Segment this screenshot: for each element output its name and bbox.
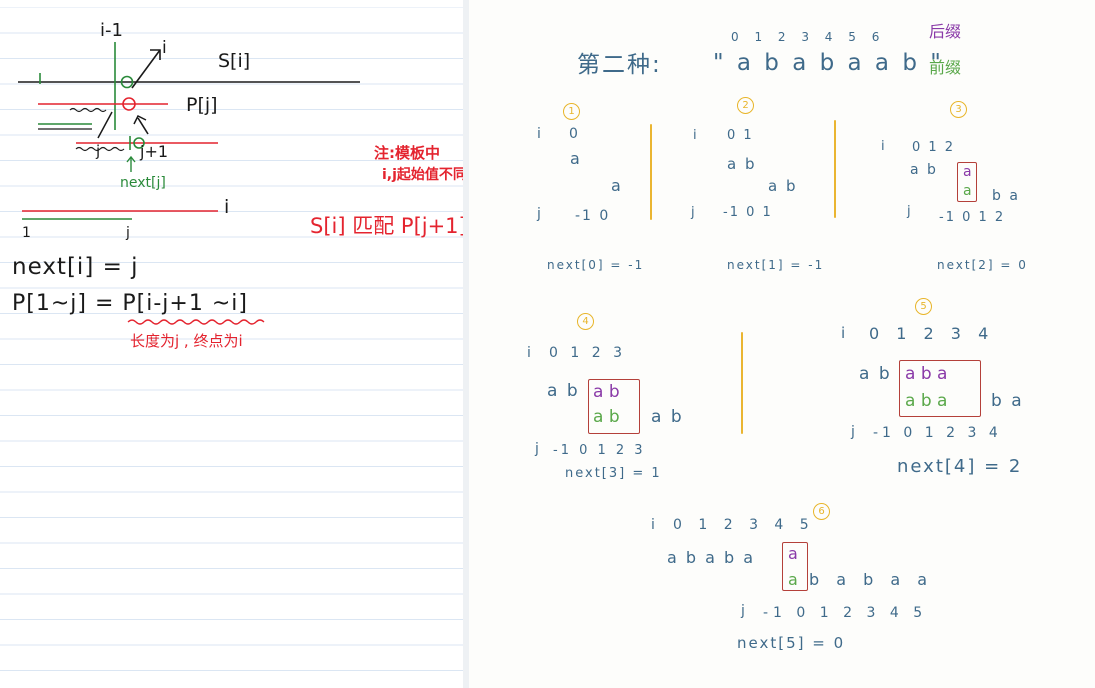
match-circle-p — [122, 97, 136, 111]
step-3-j-label: j — [907, 204, 913, 219]
step-3-marker: 3 — [950, 101, 967, 118]
step-1-j-values: -1 0 — [575, 208, 611, 224]
step-1-bottom: a — [611, 176, 623, 195]
step-3-top-boxed: a — [963, 164, 972, 180]
step-2-j-label: j — [691, 205, 697, 220]
legend-prefix: 前缀 — [929, 58, 962, 77]
note-match: S[i] 匹配 P[j+1] — [310, 214, 467, 238]
squiggle-underline — [127, 319, 265, 325]
step-4-j-label: j — [535, 441, 541, 457]
step-2-top: a b — [727, 155, 757, 173]
match-circle-s — [120, 75, 134, 89]
label-s-i: S[i] — [218, 50, 251, 72]
separator-3 — [741, 332, 743, 434]
step-4-result: next[3] = 1 — [565, 466, 662, 481]
separator-2 — [834, 120, 836, 218]
separator-1 — [650, 124, 652, 220]
step-1-top: a — [570, 149, 582, 168]
step-5-match-box — [899, 360, 981, 417]
step-2-i-index: 0 1 — [727, 128, 754, 143]
step-6-bottom-boxed: a — [788, 570, 798, 589]
step-6-result: next[5] = 0 — [737, 634, 846, 652]
arrow-to-i — [131, 49, 161, 89]
step-3-bottom-boxed: a — [963, 183, 972, 199]
step-6-marker: 6 — [813, 503, 830, 520]
left-diagram-strokes — [18, 42, 360, 325]
step-5-top-boxed: a b a — [905, 364, 948, 384]
step-1-i-label: i — [537, 126, 543, 142]
step-3-i-label: i — [881, 139, 887, 154]
label-j: j — [96, 142, 101, 160]
step-5-j-label: j — [851, 424, 857, 440]
label-segment-end: j — [126, 225, 130, 241]
step-2-j-values: -1 0 1 — [723, 205, 773, 220]
step-2-result: next[1] = -1 — [727, 258, 825, 272]
right-notebook-panel: 0 1 2 3 4 5 6 第二种: " a b a b a a b " 后缀 … — [469, 0, 1095, 688]
step-2-bottom: a b — [768, 177, 798, 195]
note-template-2: i,j起始值不同 — [382, 167, 467, 183]
step-2-i-label: i — [693, 128, 699, 143]
step-3-i-index: 0 1 2 — [912, 140, 956, 155]
label-j-plus-1: j+1 — [140, 142, 169, 161]
label-i-right: i — [224, 196, 230, 218]
step-3-j-values: -1 0 1 2 — [939, 210, 1006, 225]
label-segment-start: 1 — [22, 225, 31, 241]
legend-suffix: 后缀 — [929, 22, 962, 41]
step-5-bottom-boxed: a b a — [905, 391, 948, 411]
step-4-j-values: -1 0 1 2 3 — [553, 443, 646, 458]
step-4-marker: 4 — [577, 313, 594, 330]
step-6-j-label: j — [741, 603, 747, 619]
step-6-bottom-plain: b a b a a — [809, 570, 934, 589]
step-4-i-index: 0 1 2 3 — [549, 345, 626, 361]
label-p-j: P[j] — [186, 94, 218, 116]
step-3-top-plain: a b — [910, 162, 938, 178]
panel-divider — [463, 0, 469, 688]
step-4-bottom-plain: a b — [651, 407, 684, 427]
heading-second: 第二种: — [577, 52, 662, 78]
step-5-top-plain: a b — [859, 364, 892, 384]
indices-top: 0 1 2 3 4 5 6 — [731, 30, 886, 44]
step-6-i-index: 0 1 2 3 4 5 — [673, 517, 815, 533]
step-5-result: next[4] = 2 — [897, 456, 1023, 477]
formula-next: next[i] = j — [12, 254, 139, 280]
step-5-i-index: 0 1 2 3 4 — [869, 324, 995, 343]
left-notebook-panel: i-1 i S[i] P[j] j j+1 next[j] i 1 j next… — [0, 0, 467, 688]
step-6-i-label: i — [651, 517, 657, 533]
label-i-minus-1: i-1 — [100, 20, 123, 41]
step-4-i-label: i — [527, 345, 533, 361]
step-3-bottom-plain: b a — [992, 188, 1020, 204]
step-5-bottom-plain: b a — [991, 391, 1024, 411]
step-2-marker: 2 — [737, 97, 754, 114]
step-6-top-boxed: a — [788, 544, 798, 563]
label-i-arrow: i — [162, 38, 167, 58]
formula-equal: P[1~j] = P[i-j+1 ~i] — [12, 291, 248, 316]
step-6-j-values: -1 0 1 2 3 4 5 — [763, 605, 928, 621]
step-1-marker: 1 — [563, 103, 580, 120]
step-4-bottom-boxed: a b — [593, 407, 620, 427]
step-1-j-label: j — [537, 206, 543, 222]
step-4-top-boxed: a b — [593, 382, 620, 402]
step-5-i-label: i — [841, 324, 848, 342]
step-3-result: next[2] = 0 — [937, 258, 1028, 272]
step-4-top-plain: a b — [547, 381, 580, 401]
step-5-marker: 5 — [915, 298, 932, 315]
note-length: 长度为j , 终点为i — [130, 332, 243, 350]
step-5-j-values: -1 0 1 2 3 4 — [873, 425, 1002, 441]
label-next-j: next[j] — [120, 175, 166, 191]
note-template-1: 注:模板中 — [374, 144, 440, 162]
step-1-result: next[0] = -1 — [547, 258, 645, 272]
step-3-match-box — [957, 162, 977, 202]
step-1-i-index: 0 — [569, 126, 580, 142]
step-6-match-box — [782, 542, 808, 591]
sample-string: " a b a b a a b " — [713, 50, 944, 76]
step-4-match-box — [588, 379, 640, 434]
step-6-top-plain: a b a b a — [667, 548, 756, 567]
